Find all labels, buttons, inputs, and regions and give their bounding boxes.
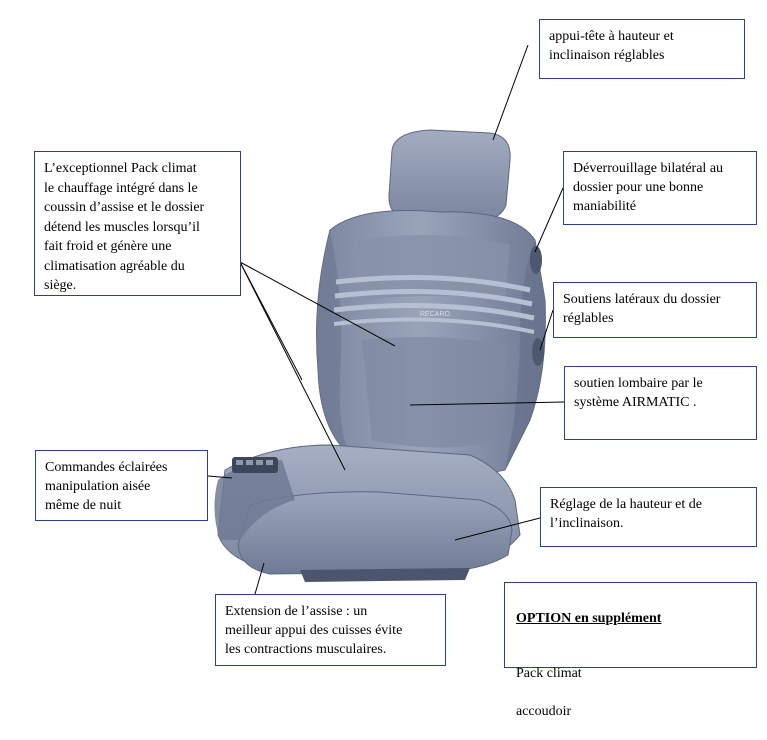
option-box: OPTION en supplément Pack climat accoudo… <box>504 582 757 719</box>
callout-headrest: appui-tête à hauteur et inclinaison régl… <box>539 19 745 79</box>
callout-pack-climat: L’exceptionnel Pack climat le chauffage … <box>34 151 241 296</box>
option-item: Pack climat <box>516 666 582 681</box>
seat-illustration: RECARO <box>207 44 565 595</box>
option-title: OPTION en supplément <box>516 611 662 626</box>
seat-base <box>214 444 521 582</box>
option-item: accoudoir <box>516 704 572 719</box>
callout-lit-controls: Commandes éclairées manipulation aisée m… <box>35 450 208 521</box>
brand-label: RECARO <box>420 311 451 318</box>
callout-lateral-supports: Soutiens latéraux du dossier réglables <box>553 282 757 338</box>
callout-lumbar-support: soutien lombaire par le système AIRMATIC… <box>564 366 757 440</box>
backrest: RECARO <box>316 210 546 476</box>
callout-seat-extension: Extension de l’assise : un meilleur appu… <box>215 594 446 666</box>
option-spacer <box>516 628 745 645</box>
callout-backrest-unlock: Déverrouillage bilatéral au dossier pour… <box>563 151 757 225</box>
leader-lines <box>207 44 565 595</box>
callout-height-adjust: Réglage de la hauteur et de l’inclinaiso… <box>540 487 757 547</box>
